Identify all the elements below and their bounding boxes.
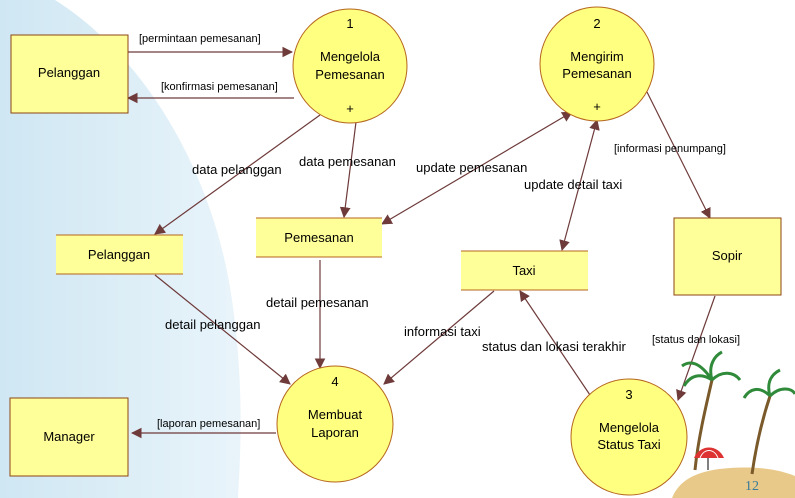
process-1: 1 Mengelola Pemesanan + <box>292 8 408 124</box>
flow-update-detail-taxi-label: update detail taxi <box>524 177 622 192</box>
process-3-line2: Status Taxi <box>597 437 660 452</box>
page-number: 12 <box>745 479 759 494</box>
entity-pelanggan: Pelanggan <box>10 34 129 114</box>
flow-informasi-penumpang-arrow <box>646 91 711 219</box>
process-4-number: 4 <box>331 374 338 389</box>
flow-permintaan-label: [permintaan pemesanan] <box>139 33 261 45</box>
entity-sopir: Sopir <box>673 217 782 296</box>
datastore-taxi-label: Taxi <box>512 263 535 278</box>
process-2: 2 Mengirim Pemesanan + <box>539 6 655 122</box>
process-2-number: 2 <box>593 16 600 31</box>
entity-sopir-label: Sopir <box>712 248 743 263</box>
flow-data-pelanggan-label: data pelanggan <box>192 162 282 177</box>
flow-laporan-label: [laporan pemesanan] <box>157 418 260 430</box>
datastore-taxi: Taxi <box>461 250 588 291</box>
flow-detail-pemesanan-label: detail pemesanan <box>266 295 369 310</box>
flow-detail-pelanggan-arrow <box>154 274 291 385</box>
process-1-number: 1 <box>346 16 353 31</box>
datastore-pelanggan: Pelanggan <box>56 234 183 275</box>
flow-informasi-taxi-label: informasi taxi <box>404 324 481 339</box>
process-1-expand: + <box>346 101 354 116</box>
flow-data-pemesanan-arrow <box>339 121 357 219</box>
flow-update-pemesanan-label: update pemesanan <box>416 160 527 175</box>
flow-data-pelanggan-arrow <box>154 114 321 235</box>
flow-informasi-taxi-arrow <box>383 290 495 385</box>
process-2-line2: Pemesanan <box>562 66 631 81</box>
process-2-expand: + <box>593 99 601 114</box>
flow-update-pemesanan-arrow <box>381 111 573 225</box>
datastore-pelanggan-label: Pelanggan <box>88 247 150 262</box>
entity-manager: Manager <box>9 397 129 477</box>
process-1-line2: Pemesanan <box>315 67 384 82</box>
flow-status-lokasi-label: [status dan lokasi] <box>652 334 740 346</box>
process-4: 4 Membuat Laporan <box>276 365 394 483</box>
process-3-number: 3 <box>625 387 632 402</box>
process-1-line1: Mengelola <box>320 49 381 64</box>
entity-manager-label: Manager <box>43 429 95 444</box>
datastore-pemesanan: Pemesanan <box>256 217 382 258</box>
process-2-line1: Mengirim <box>570 49 623 64</box>
process-4-line2: Laporan <box>311 425 359 440</box>
entity-pelanggan-label: Pelanggan <box>38 65 100 80</box>
beach-palm-clipart <box>672 350 795 498</box>
datastore-pemesanan-label: Pemesanan <box>284 230 353 245</box>
flow-informasi-penumpang-label: [informasi penumpang] <box>614 143 726 155</box>
flow-status-lokasi-terakhir-label: status dan lokasi terakhir <box>482 339 626 354</box>
flow-update-detail-taxi-arrow <box>559 118 600 252</box>
flow-detail-pelanggan-label: detail pelanggan <box>165 317 260 332</box>
flow-status-lokasi-terakhir-arrow <box>519 290 591 396</box>
process-4-line1: Membuat <box>308 407 363 422</box>
flow-konfirmasi-label: [konfirmasi pemesanan] <box>161 81 278 93</box>
process-3-line1: Mengelola <box>599 420 660 435</box>
process-3: 3 Mengelola Status Taxi <box>570 378 688 496</box>
flow-status-lokasi-arrow <box>676 295 716 402</box>
flow-data-pemesanan-label: data pemesanan <box>299 154 396 169</box>
